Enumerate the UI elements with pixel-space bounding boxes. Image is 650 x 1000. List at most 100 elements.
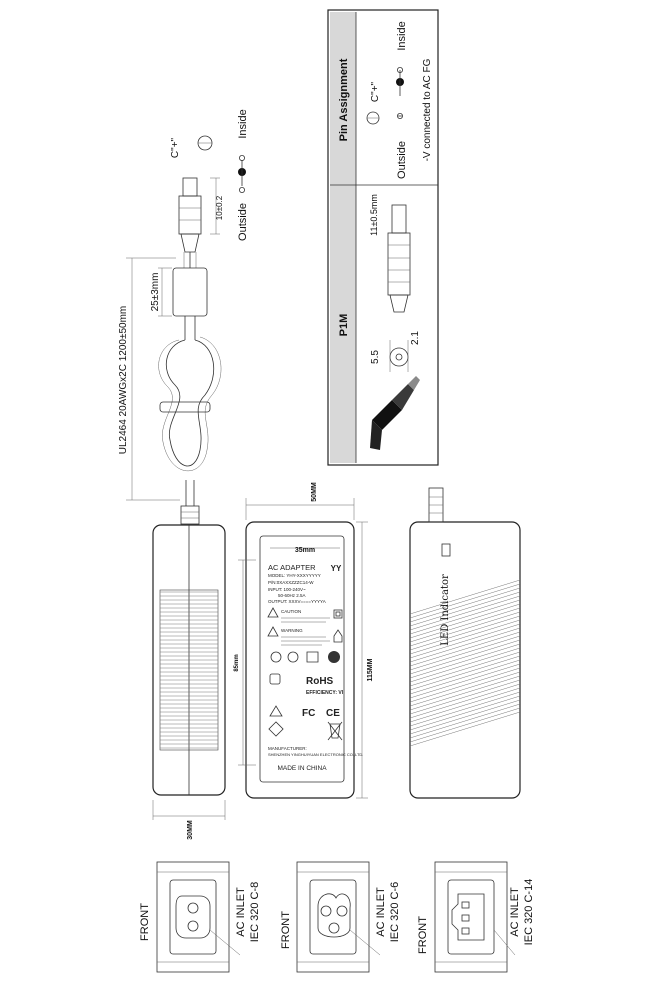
rib-line xyxy=(409,643,521,679)
rib-line xyxy=(409,639,521,675)
rib-line xyxy=(409,627,521,663)
rib-line xyxy=(409,591,521,627)
saa-mark-icon xyxy=(269,705,283,717)
height-115-dim: 115MM xyxy=(367,658,374,681)
label-rohs: RoHS xyxy=(306,676,334,687)
rib-line xyxy=(409,695,521,731)
c14-inlet-icon xyxy=(451,893,485,941)
cable-loop xyxy=(166,339,214,467)
c6-inlet-icon xyxy=(317,893,351,938)
rib-line xyxy=(409,687,521,723)
pin-assignment-header: Pin Assignment xyxy=(338,58,350,141)
label-freq: 50-60Hz 2.5A xyxy=(278,593,306,598)
rib-line xyxy=(409,663,521,699)
label-view: 50MM 115MM 85mm 35mm AC ADAPTER MODEL: Y… xyxy=(234,482,374,799)
pse-mark-icon xyxy=(268,721,284,737)
cable-spec-label: UL2464 20AWGx2C 1200±50mm xyxy=(118,306,129,455)
led-indicator-label: LED Indicator xyxy=(440,574,451,646)
side-view: 30MM xyxy=(152,524,226,840)
inlet-type-line2: IEC 320 C-14 xyxy=(523,879,535,946)
rib-line xyxy=(409,635,521,671)
rib-line xyxy=(409,703,521,739)
label-model: MODEL: YHY-XXXYYYYY xyxy=(268,573,321,578)
rib-line xyxy=(409,611,521,647)
label-output: OUTPUT: XXXV====YYYYA xyxy=(268,599,326,604)
label-input: INPUT: 100-240V~ xyxy=(268,587,306,592)
rib-line xyxy=(409,631,521,667)
inlet-front-label: FRONT xyxy=(280,911,292,949)
rib-line xyxy=(409,707,521,743)
note-label: -V connected to AC FG xyxy=(422,58,433,161)
choke-dim: 25±3mm xyxy=(150,273,161,312)
label-warning: WARNING xyxy=(281,628,303,633)
inlet-front-label: FRONT xyxy=(139,903,151,941)
label-company: SHENZHEN YINGHUIYUAN ELECTRONIC CO.,LTD. xyxy=(268,752,363,757)
thickness-dim: 30MM xyxy=(187,820,194,840)
rib-line xyxy=(409,659,521,695)
rib-line xyxy=(409,583,521,619)
label-ce: CE xyxy=(326,708,340,719)
ferrite-choke xyxy=(172,267,208,317)
plug-photo xyxy=(370,376,420,450)
led-indicator-icon xyxy=(441,543,451,557)
label-title: AC ADAPTER xyxy=(268,563,316,572)
width-50-dim: 50MM xyxy=(311,482,318,502)
indoor-use-icon xyxy=(333,629,343,643)
rib-line xyxy=(409,711,521,747)
rib-line xyxy=(409,667,521,703)
rib-line xyxy=(409,619,521,655)
polarity-label: C"+" xyxy=(370,81,381,102)
label-made-in: MADE IN CHINA xyxy=(277,765,327,772)
rib-line xyxy=(409,651,521,687)
length-dim: 11±0.5mm xyxy=(369,194,379,236)
rib-line xyxy=(409,615,521,651)
inlet-type-line1: AC INLET xyxy=(235,887,247,937)
rib-line xyxy=(409,675,521,711)
rib-line xyxy=(409,603,521,639)
outside-label: Outside xyxy=(396,141,408,179)
caution-icon xyxy=(267,607,279,618)
rib-line xyxy=(409,655,521,691)
inlet-type-line1: AC INLET xyxy=(509,887,521,937)
cul-mark-icon xyxy=(287,651,299,663)
label-manufacturer: MANUFACTURER: xyxy=(268,746,307,751)
rib-line xyxy=(409,679,521,715)
warning-icon xyxy=(267,626,279,637)
c8-inlet-icon xyxy=(175,895,211,939)
inlet-front-label: FRONT xyxy=(417,916,429,954)
ac-inlets: FRONT AC INLET IEC 320 C-8 FRONT AC INLE… xyxy=(139,861,535,973)
brand-logo: YY xyxy=(331,564,342,573)
weee-bin-icon xyxy=(327,721,343,741)
inside-label: Inside xyxy=(396,21,408,50)
pin-assignment-table: Pin Assignment P1M C"+" Outside Inside -… xyxy=(327,9,439,466)
rib-line xyxy=(409,579,521,615)
inlet-type-line2: IEC 320 C-6 xyxy=(389,882,401,943)
dim-2-1: 2.1 xyxy=(410,331,421,345)
kc-mark-icon xyxy=(269,673,281,685)
rib-line xyxy=(409,595,521,631)
cable-inside-label: Inside xyxy=(237,109,249,138)
label-caution: CAUTION xyxy=(281,609,301,614)
label-fc: FC xyxy=(302,708,315,719)
inlet-type-line2: IEC 320 C-8 xyxy=(249,882,261,943)
cable-polarity-label: C"+" xyxy=(170,137,181,158)
plug-dim: 10±0.2 xyxy=(215,195,224,220)
rib-line xyxy=(409,683,521,719)
rib-line xyxy=(409,671,521,707)
label-efficiency: EFFICIENCY: VI xyxy=(306,690,344,696)
back-view: LED Indicator xyxy=(409,487,521,799)
label-height-dim: 85mm xyxy=(234,654,240,671)
rib-line xyxy=(409,599,521,635)
double-insulation-icon xyxy=(333,609,343,619)
rib-line xyxy=(409,623,521,659)
cable-outside-label: Outside xyxy=(237,203,249,241)
rib-line xyxy=(409,699,521,735)
rib-line xyxy=(409,647,521,683)
dim-5-5: 5.5 xyxy=(370,350,381,364)
label-pn: P/N:0XAXXZZZC14-W xyxy=(268,580,314,585)
cable-drawing: UL2464 20AWGx2C 1200±50mm 25±3mm 10±0.2 … xyxy=(118,109,249,525)
rib-line xyxy=(409,587,521,623)
side-ribs xyxy=(160,591,218,749)
plug-end-view xyxy=(389,347,409,367)
